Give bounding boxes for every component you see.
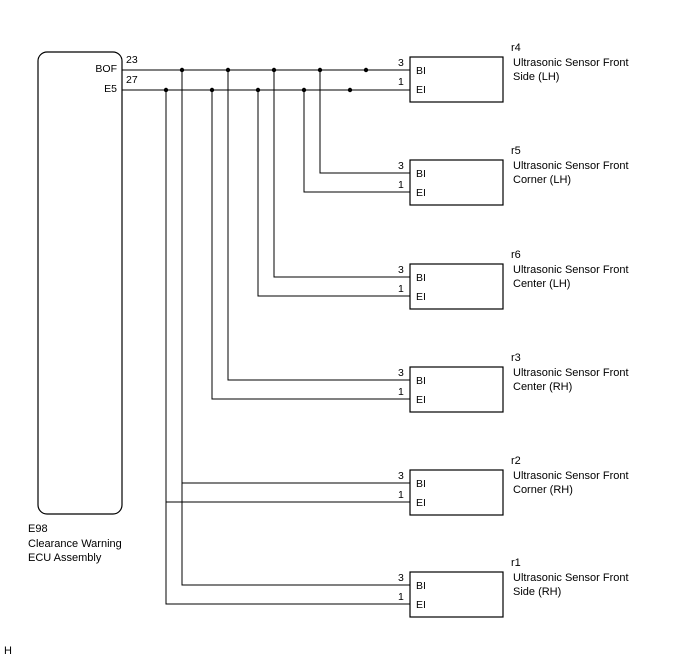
bi-pin-number-r2: 3 — [398, 470, 404, 482]
sensor-name-line1-r2: Ultrasonic Sensor Front — [513, 470, 629, 482]
sensor-code-r2: r2 — [511, 455, 521, 467]
ecu-box — [37, 51, 123, 515]
ei-wire-r1 — [165, 90, 410, 605]
ei-pin-number-r1: 1 — [398, 591, 404, 603]
sensor-name-line1-r5: Ultrasonic Sensor Front — [513, 160, 629, 172]
e5-junction-dot-2 — [301, 87, 307, 93]
sensor-code-r4: r4 — [511, 42, 521, 54]
sensor-name-line1-r4: Ultrasonic Sensor Front — [513, 57, 629, 69]
sensor-box-r6 — [409, 263, 504, 310]
bi-wire-r1 — [181, 70, 410, 586]
sensor-name-line2-r5: Corner (LH) — [513, 174, 571, 186]
bi-pin-label-r5: BI — [416, 168, 426, 180]
sensor-box-r4 — [409, 56, 504, 103]
ecu-code: E98 — [28, 523, 48, 535]
ei-pin-label-r3: EI — [416, 394, 426, 406]
bi-pin-number-r3: 3 — [398, 367, 404, 379]
bi-pin-label-r6: BI — [416, 272, 426, 284]
ei-wire-r6 — [257, 90, 410, 297]
e5-junction-dot-3 — [255, 87, 261, 93]
ei-pin-number-r4: 1 — [398, 76, 404, 88]
ei-wire-r5 — [303, 90, 410, 193]
sensor-box-r5 — [409, 159, 504, 206]
ei-pin-number-r2: 1 — [398, 489, 404, 501]
sensor-code-r5: r5 — [511, 145, 521, 157]
ecu-name-line1: Clearance Warning — [28, 538, 122, 550]
bof-junction-dot-4 — [225, 67, 231, 73]
ei-pin-number-r3: 1 — [398, 386, 404, 398]
bi-pin-number-r1: 3 — [398, 572, 404, 584]
bof-junction-dot-3 — [271, 67, 277, 73]
e5-junction-dot-5 — [163, 87, 169, 93]
ecu-pin-27: 27 — [126, 74, 138, 86]
sensor-name-line1-r6: Ultrasonic Sensor Front — [513, 264, 629, 276]
bi-pin-number-r4: 3 — [398, 57, 404, 69]
bi-pin-label-r3: BI — [416, 375, 426, 387]
sensor-name-line2-r1: Side (RH) — [513, 586, 561, 598]
ecu-pin-23: 23 — [126, 54, 138, 66]
ei-pin-label-r6: EI — [416, 291, 426, 303]
sensor-box-r2 — [409, 469, 504, 516]
ei-pin-label-r5: EI — [416, 187, 426, 199]
sensor-name-line1-r3: Ultrasonic Sensor Front — [513, 367, 629, 379]
sensor-name-line2-r6: Center (LH) — [513, 278, 570, 290]
bi-pin-number-r5: 3 — [398, 160, 404, 172]
e5-junction-dot-1 — [347, 87, 353, 93]
sensor-code-r1: r1 — [511, 557, 521, 569]
bof-junction-dot-2 — [317, 67, 323, 73]
ei-wire-r3 — [211, 90, 410, 400]
bof-junction-dot-5 — [179, 67, 185, 73]
bi-pin-label-r1: BI — [416, 580, 426, 592]
bi-pin-label-r4: BI — [416, 65, 426, 77]
sensor-name-line2-r3: Center (RH) — [513, 381, 572, 393]
sensor-name-line2-r4: Side (LH) — [513, 71, 559, 83]
bi-pin-number-r6: 3 — [398, 264, 404, 276]
sensor-name-line2-r2: Corner (RH) — [513, 484, 573, 496]
footer-mark: H — [4, 645, 12, 657]
sensor-code-r3: r3 — [511, 352, 521, 364]
sensor-code-r6: r6 — [511, 249, 521, 261]
bi-wire-r3 — [227, 70, 410, 381]
ei-pin-label-r4: EI — [416, 84, 426, 96]
ei-pin-number-r6: 1 — [398, 283, 404, 295]
bi-wire-r6 — [273, 70, 410, 278]
bi-wire-r5 — [319, 70, 410, 174]
ei-pin-label-r1: EI — [416, 599, 426, 611]
ecu-terminal-e5-label: E5 — [104, 83, 117, 95]
e5-junction-dot-4 — [209, 87, 215, 93]
ecu-terminal-bof-label: BOF — [95, 63, 117, 75]
ei-pin-label-r2: EI — [416, 497, 426, 509]
ecu-name-line2: ECU Assembly — [28, 552, 102, 564]
ei-pin-number-r5: 1 — [398, 179, 404, 191]
sensor-box-r3 — [409, 366, 504, 413]
bof-junction-dot-1 — [363, 67, 369, 73]
bi-pin-label-r2: BI — [416, 478, 426, 490]
sensor-box-r1 — [409, 571, 504, 618]
sensor-name-line1-r1: Ultrasonic Sensor Front — [513, 572, 629, 584]
